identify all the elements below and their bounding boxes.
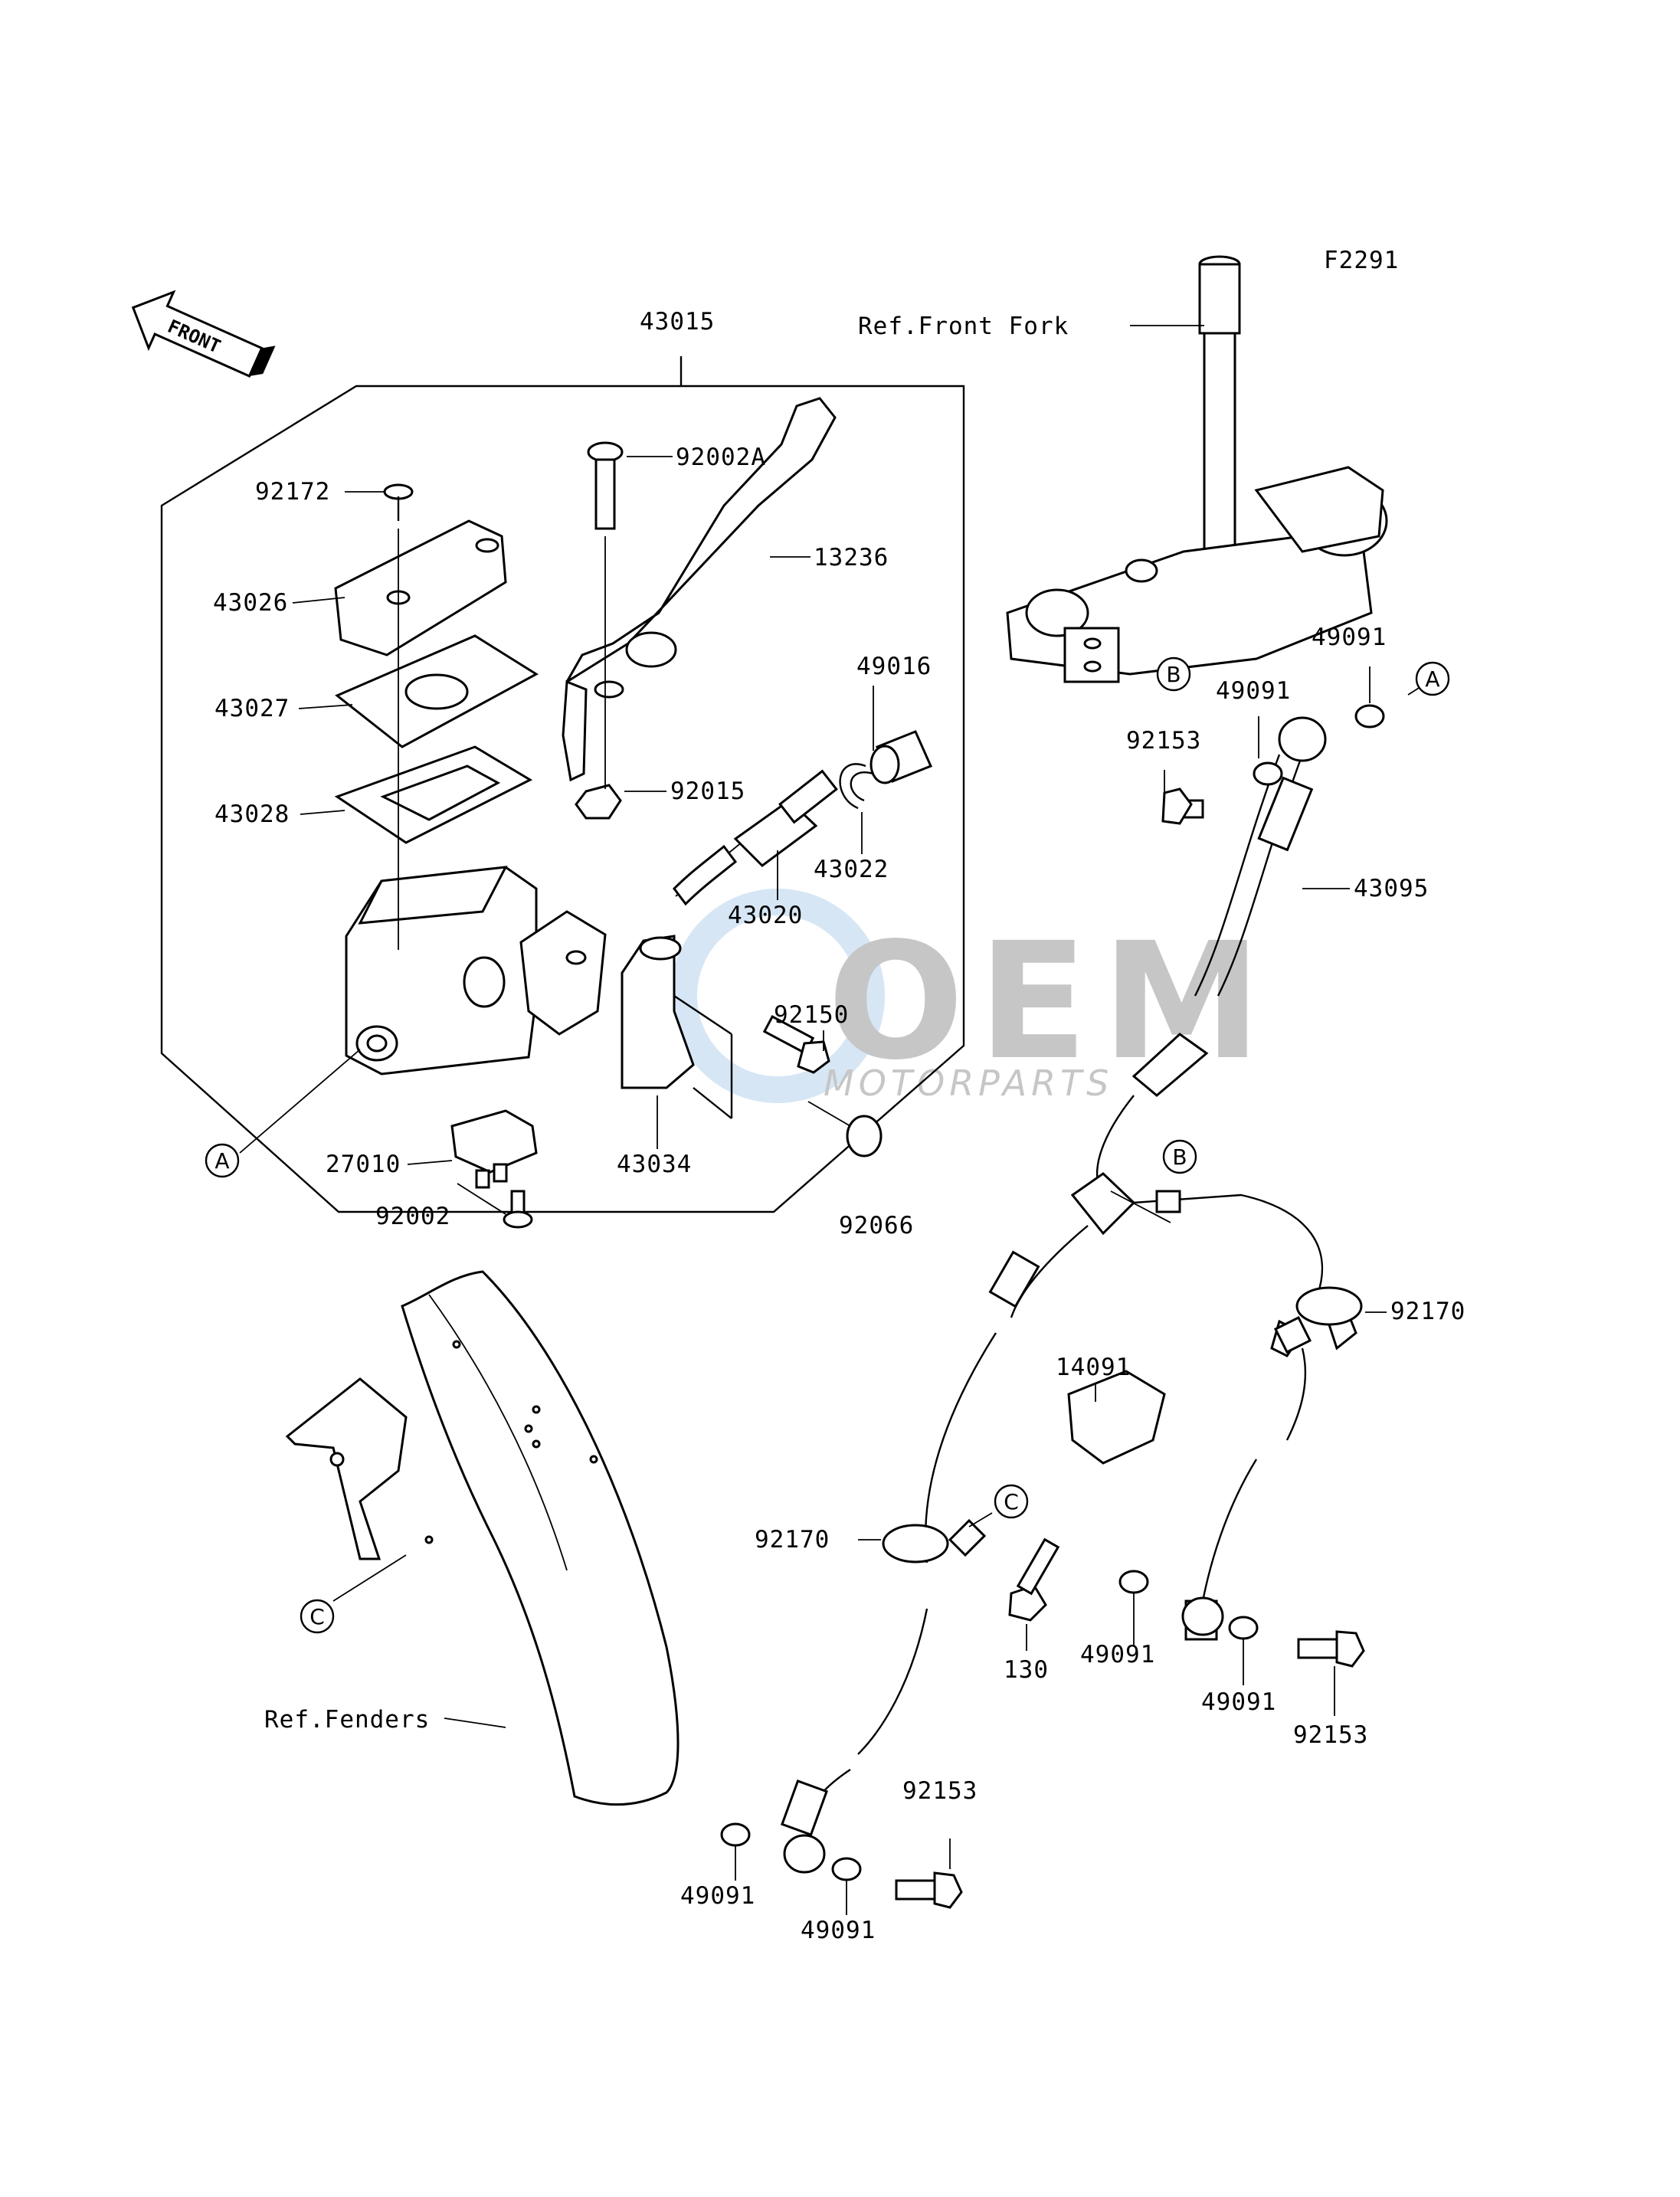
svg-text:B: B bbox=[1166, 662, 1181, 687]
label-92170-left[interactable]: 92170 bbox=[755, 1526, 830, 1554]
label-49091-top-left[interactable]: 49091 bbox=[1216, 677, 1291, 705]
part-labels: 43015 92002A 92172 13236 43026 49016 430… bbox=[213, 308, 1465, 1944]
assembly-outline bbox=[160, 385, 965, 1213]
banjo-top bbox=[1278, 716, 1327, 762]
boot bbox=[869, 730, 933, 784]
label-92153-right[interactable]: 92153 bbox=[1293, 1721, 1368, 1749]
leader-lines-assembly bbox=[239, 456, 874, 1215]
label-43022[interactable]: 43022 bbox=[814, 856, 889, 883]
banjo-mid bbox=[1181, 1596, 1224, 1636]
label-92153-top[interactable]: 92153 bbox=[1126, 727, 1201, 755]
brake-lever bbox=[562, 397, 837, 782]
front-arrow-icon: FRONT bbox=[131, 290, 276, 378]
steering-stem bbox=[1006, 255, 1388, 683]
svg-text:C: C bbox=[1004, 1489, 1019, 1514]
label-43026[interactable]: 43026 bbox=[213, 589, 288, 617]
lever-bolt bbox=[587, 441, 624, 530]
svg-text:A: A bbox=[215, 1148, 229, 1174]
label-130[interactable]: 130 bbox=[1004, 1656, 1049, 1684]
label-92170-right[interactable]: 92170 bbox=[1390, 1298, 1465, 1325]
master-cylinder bbox=[345, 866, 607, 1076]
label-49091-mid-right[interactable]: 49091 bbox=[1201, 1688, 1276, 1716]
hose-clamp-left bbox=[882, 1518, 987, 1563]
label-92002a[interactable]: 92002A bbox=[676, 444, 766, 471]
hose-joint bbox=[1067, 1370, 1166, 1465]
callout-b-top[interactable]: B bbox=[1156, 656, 1191, 692]
label-27010[interactable]: 27010 bbox=[326, 1151, 401, 1178]
callout-c-hose[interactable]: C bbox=[994, 1484, 1029, 1519]
banjo-bolts bbox=[895, 787, 1365, 1909]
label-49091-top-right[interactable]: 49091 bbox=[1312, 624, 1387, 651]
label-49091-bottom-right[interactable]: 49091 bbox=[801, 1917, 876, 1944]
cap-plate bbox=[335, 634, 539, 748]
circlip bbox=[839, 763, 874, 810]
label-92172[interactable]: 92172 bbox=[255, 478, 330, 506]
holder-bolt bbox=[762, 1015, 830, 1074]
holder bbox=[621, 935, 733, 1119]
label-ref-fenders[interactable]: Ref.Fenders bbox=[264, 1706, 430, 1734]
hose-clamp-right bbox=[1273, 1286, 1363, 1354]
label-49091-mid-left[interactable]: 49091 bbox=[1080, 1641, 1155, 1668]
label-43095[interactable]: 43095 bbox=[1354, 875, 1429, 902]
label-43027[interactable]: 43027 bbox=[215, 695, 290, 722]
washers bbox=[720, 704, 1385, 1881]
label-92153-bottom[interactable]: 92153 bbox=[902, 1777, 978, 1805]
brake-switch bbox=[450, 1109, 538, 1189]
svg-text:B: B bbox=[1172, 1144, 1187, 1170]
diaphragm bbox=[334, 745, 533, 844]
front-fender bbox=[285, 1270, 680, 1806]
leader-lines-hoses bbox=[735, 325, 1426, 1915]
label-43034[interactable]: 43034 bbox=[617, 1151, 692, 1178]
label-92015[interactable]: 92015 bbox=[670, 778, 745, 805]
svg-text:C: C bbox=[309, 1604, 325, 1629]
svg-text:A: A bbox=[1425, 666, 1439, 692]
rubber-cap bbox=[846, 1115, 883, 1157]
label-92066[interactable]: 92066 bbox=[839, 1212, 914, 1239]
piston-set bbox=[673, 769, 838, 906]
label-43020[interactable]: 43020 bbox=[728, 902, 803, 929]
label-92150[interactable]: 92150 bbox=[774, 1001, 849, 1029]
callout-c-fender[interactable]: C bbox=[300, 1599, 335, 1634]
label-14091[interactable]: 14091 bbox=[1056, 1354, 1131, 1381]
label-13236[interactable]: 13236 bbox=[814, 544, 889, 571]
switch-screw bbox=[503, 1190, 533, 1229]
reservoir-cap bbox=[334, 519, 507, 656]
watermark-sub: MOTORPARTS bbox=[824, 1062, 1113, 1104]
label-49091-bottom-left[interactable]: 49091 bbox=[680, 1882, 755, 1910]
leader-lines-fender bbox=[332, 1554, 506, 1728]
callout-a-left[interactable]: A bbox=[205, 1143, 240, 1178]
callout-a-right[interactable]: A bbox=[1415, 661, 1450, 696]
label-43028[interactable]: 43028 bbox=[215, 801, 290, 828]
callout-b-hose[interactable]: B bbox=[1162, 1139, 1197, 1174]
label-49016[interactable]: 49016 bbox=[856, 653, 932, 680]
screw-cap bbox=[383, 483, 414, 521]
joint-bolt bbox=[1008, 1537, 1060, 1622]
lever-nut bbox=[575, 784, 622, 820]
label-92002[interactable]: 92002 bbox=[375, 1203, 450, 1230]
label-ref-front-fork[interactable]: Ref.Front Fork bbox=[858, 313, 1069, 340]
diagram-code: F2291 bbox=[1324, 247, 1399, 274]
label-43015[interactable]: 43015 bbox=[640, 308, 715, 336]
